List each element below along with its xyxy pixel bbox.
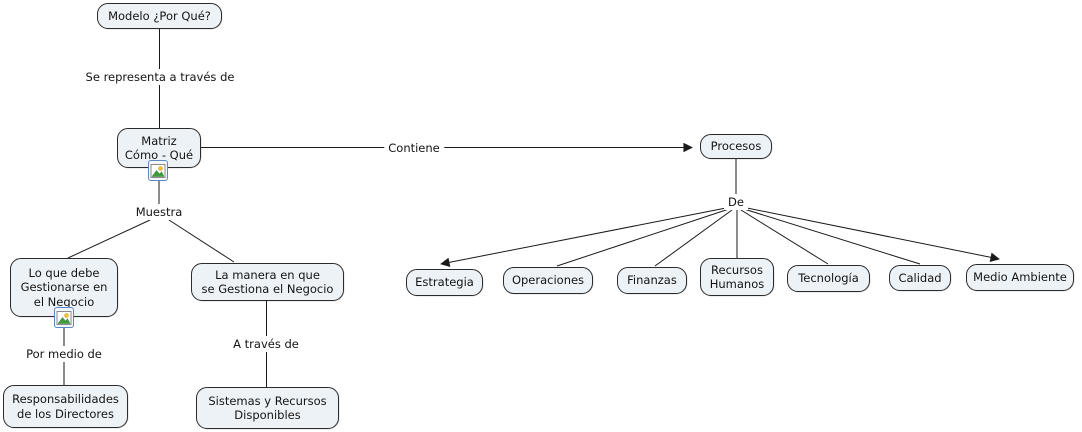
node-label: Recursos Humanos <box>709 262 765 291</box>
node-estrategia[interactable]: Estrategia <box>406 269 483 296</box>
edge-de-tecnologia <box>740 209 829 265</box>
edge-de-medioambiente <box>746 207 1000 262</box>
node-label: Medio Ambiente <box>973 270 1067 285</box>
image-attachment-icon[interactable] <box>148 160 168 181</box>
image-attachment-icon[interactable] <box>54 307 74 328</box>
node-label: Estrategia <box>415 275 474 290</box>
node-label: Modelo ¿Por Qué? <box>108 8 211 23</box>
node-label: Calidad <box>898 270 942 285</box>
link-label-se-representa[interactable]: Se representa a través de <box>81 69 239 85</box>
link-label-de[interactable]: De <box>724 194 748 210</box>
node-label: Finanzas <box>627 273 677 288</box>
node-medio-ambiente[interactable]: Medio Ambiente <box>966 264 1074 291</box>
node-procesos[interactable]: Procesos <box>700 134 772 159</box>
node-recursos-humanos[interactable]: Recursos Humanos <box>700 258 774 296</box>
node-label: Matriz Cómo - Qué <box>124 133 194 162</box>
image-icon <box>56 310 72 325</box>
node-sistemas-recursos[interactable]: Sistemas y Recursos Disponibles <box>196 387 339 429</box>
node-calidad[interactable]: Calidad <box>889 265 951 291</box>
node-label: Sistemas y Recursos Disponibles <box>208 393 327 422</box>
node-operaciones[interactable]: Operaciones <box>503 267 593 294</box>
link-label-por-medio[interactable]: Por medio de <box>22 346 106 362</box>
node-label: La manera en que se Gestiona el Negocio <box>201 267 334 296</box>
node-label: Procesos <box>710 139 762 154</box>
edge-de-estrategia <box>440 207 727 268</box>
link-label-a-traves[interactable]: A través de <box>229 336 303 352</box>
node-label: Lo que debe Gestionarse en el Negocio <box>20 265 108 309</box>
edge-de-calidad <box>743 208 921 265</box>
edge-de-operaciones <box>556 208 730 267</box>
link-label-muestra[interactable]: Muestra <box>131 204 187 220</box>
edge-muestra-loquedebe <box>67 219 151 259</box>
node-finanzas[interactable]: Finanzas <box>617 267 687 294</box>
node-tecnologia[interactable]: Tecnología <box>787 265 870 292</box>
node-modelo-por-que[interactable]: Modelo ¿Por Qué? <box>97 3 222 29</box>
node-responsabilidades-directores[interactable]: Responsabilidades de los Directores <box>3 385 128 428</box>
node-matriz-como-que[interactable]: Matriz Cómo - Qué <box>117 128 201 168</box>
node-label: Operaciones <box>511 273 585 288</box>
link-label-contiene[interactable]: Contiene <box>384 139 444 156</box>
node-label: Tecnología <box>798 271 859 286</box>
edge-muestra-lamanera <box>168 219 235 263</box>
node-la-manera-gestiona[interactable]: La manera en que se Gestiona el Negocio <box>191 263 344 301</box>
node-label: Responsabilidades de los Directores <box>12 392 119 421</box>
image-icon <box>150 163 166 178</box>
